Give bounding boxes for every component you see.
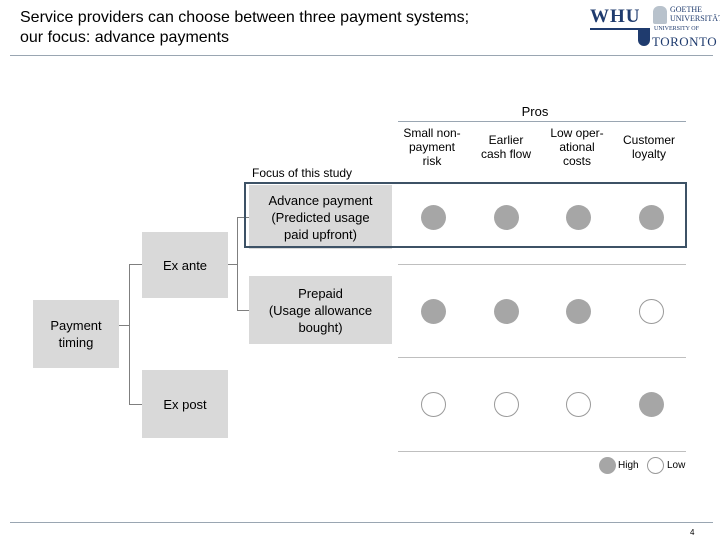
- row-divider-2: [398, 357, 686, 358]
- legend-low-icon: [647, 457, 664, 474]
- goethe-logo-text: GOETHE UNIVERSITÄT: [670, 5, 720, 23]
- rating-dot-advance-1: [420, 204, 446, 230]
- rating-dot-prepaid-4: [638, 298, 664, 324]
- connector-post: [129, 404, 142, 405]
- ex-ante-box: Ex ante: [142, 232, 228, 298]
- goethe-university-logo: GOETHE UNIVERSITÄT: [653, 4, 720, 26]
- legend-high-icon: [599, 457, 616, 474]
- focus-label: Focus of this study: [252, 166, 353, 180]
- whu-logo: WHU: [590, 6, 645, 32]
- connector-ante-vertical: [237, 217, 238, 311]
- row-divider-3: [398, 451, 686, 452]
- row-divider-1: [398, 264, 686, 265]
- rating-dot-prepaid-2: [493, 298, 519, 324]
- whu-logo-text: WHU: [590, 6, 641, 27]
- focus-highlight-box: [244, 182, 687, 248]
- connector-advance: [237, 217, 249, 218]
- rating-dot-advance-2: [493, 204, 519, 230]
- pros-label: Pros: [521, 104, 549, 119]
- title-line-2: our focus: advance payments: [20, 29, 230, 46]
- rating-dot-post-4: [638, 391, 664, 417]
- connector-prepaid: [237, 310, 249, 311]
- toronto-logo: UNIVERSITY OF TORONTO: [638, 26, 718, 50]
- rating-dot-advance-3: [565, 204, 591, 230]
- ex-post-box: Ex post: [142, 370, 228, 438]
- connector-ante-out: [227, 264, 238, 265]
- connector-ante: [129, 264, 142, 265]
- page-number: 4: [690, 528, 695, 537]
- footer-divider: [10, 522, 713, 523]
- pros-divider: [398, 121, 686, 122]
- rating-dot-prepaid-3: [565, 298, 591, 324]
- rating-dot-post-1: [420, 391, 446, 417]
- toronto-logo-text: TORONTO: [652, 34, 718, 49]
- slide-title: Service providers can choose between thr…: [20, 8, 469, 48]
- header-divider: [10, 55, 713, 56]
- connector-root: [119, 325, 130, 326]
- toronto-logo-small-text: UNIVERSITY OF: [654, 26, 699, 32]
- rating-dot-post-2: [493, 391, 519, 417]
- legend-high-label: High: [618, 460, 639, 471]
- title-line-1: Service providers can choose between thr…: [20, 9, 470, 26]
- rating-dot-prepaid-1: [420, 298, 446, 324]
- rating-dot-advance-4: [638, 204, 664, 230]
- rating-dot-post-3: [565, 391, 591, 417]
- legend-low-label: Low: [667, 460, 686, 471]
- connector-root-vertical: [129, 264, 130, 405]
